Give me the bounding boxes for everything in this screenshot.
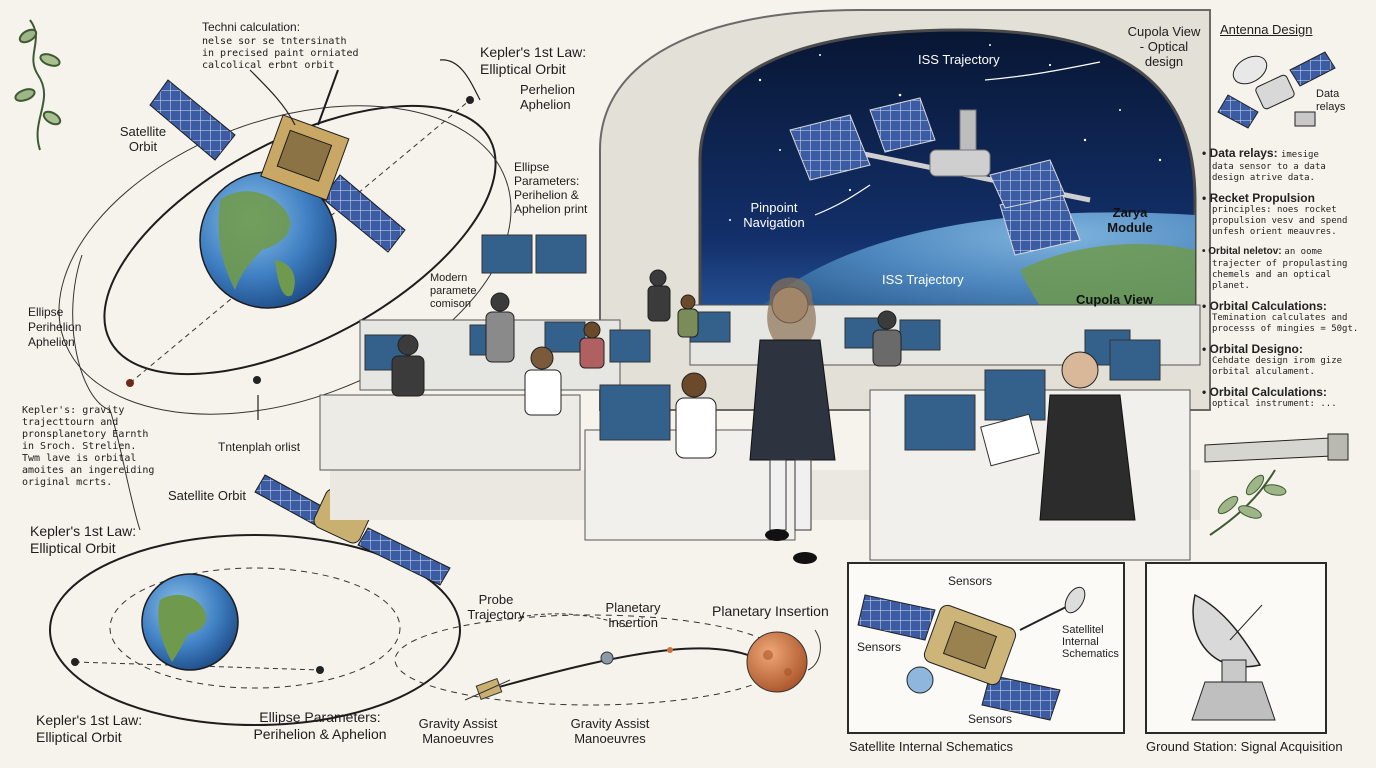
- ellipse-left-label: Ellipse Perihelion Aphelion: [28, 305, 82, 349]
- planetary-insertion-small-label: Planetary Insertion: [605, 600, 661, 630]
- earth-icon: [141, 573, 239, 671]
- mars-icon: [746, 631, 808, 693]
- probe-orbit: [394, 614, 786, 706]
- kepler-law-top-label: Kepler's 1st Law: Elliptical Orbit: [480, 44, 587, 77]
- historical-figure: [749, 277, 836, 564]
- zarya-module-label: Zarya Module: [1107, 205, 1153, 235]
- modern-param-label: Modern paramete comison: [430, 272, 477, 310]
- data-relays-label: Data relays: [1316, 88, 1346, 113]
- kepler-law-mid-label: Kepler's 1st Law: Elliptical Orbit: [30, 523, 137, 556]
- note-item: Orbital Calculations:optical instrument:…: [1202, 385, 1374, 410]
- iss-trajectory-mid-label: ISS Trajectory: [882, 272, 964, 287]
- techni-calc-body: nelse sor se tntersinath in precised pai…: [202, 36, 359, 71]
- vine-icon: [14, 19, 62, 151]
- ground-station-caption: Ground Station: Signal Acquisition: [1146, 739, 1343, 754]
- satellite-orbit-mid-label: Satellite Orbit: [168, 488, 247, 503]
- ellipse-params-top-label: Ellipse Parameters: Perihelion & Aphelio…: [514, 160, 588, 216]
- sensors-left-label: Sensors: [857, 640, 902, 654]
- satellite-icon: [1217, 51, 1336, 129]
- iss-trajectory-top-label: ISS Trajectory: [918, 52, 1000, 67]
- kepler-note: Kepler's: gravity trajecttourn and prons…: [22, 405, 155, 488]
- tntenplah-label: Tntenplah orlist: [218, 440, 301, 454]
- pinpoint-navigation-label: Pinpoint Navigation: [743, 200, 805, 230]
- satellite-icon: [857, 586, 1086, 721]
- satellite-icon: [464, 678, 511, 701]
- techni-calc-title: Techni calculation:: [202, 20, 301, 34]
- olive-branch-icon: [1209, 469, 1287, 536]
- earth-icon: [199, 171, 337, 309]
- note-item: Orbital Designo:Cehdate design irom gize…: [1202, 342, 1374, 378]
- satellite-internal-caption: Satellite Internal Schematics: [849, 739, 1014, 754]
- note-item: Orbital Calculations:Temination calculat…: [1202, 299, 1374, 335]
- satellite-internal-small-label: Satellitel Internal Schematics: [1062, 624, 1119, 660]
- space-station-icon: [789, 97, 1091, 256]
- sensors-bottom-label: Sensors: [968, 712, 1013, 726]
- telescope-icon: [1204, 433, 1349, 463]
- orbit-ellipse-top: [103, 104, 497, 376]
- dish-antenna-icon: [1191, 593, 1276, 721]
- cupola-view-label: Cupola View: [1076, 292, 1154, 307]
- planetary-insertion-label: Planetary Insertion: [712, 603, 829, 619]
- satellite-orbit-top-label: Satellite Orbit: [119, 124, 167, 154]
- ellipse-params-bottom-label: Ellipse Parameters: Perihelion & Aphelio…: [253, 709, 387, 742]
- orbit-ellipse-mid: [49, 534, 461, 726]
- antenna-design-title: Antenna Design: [1220, 22, 1313, 37]
- gravity-assist-2-label: Gravity Assist Manoeuvres: [570, 716, 650, 746]
- probe-trajectory-label: Probe Trajectory: [467, 592, 525, 622]
- gravity-assist-1-label: Gravity Assist Manoeuvres: [418, 716, 498, 746]
- sensors-top-label: Sensors: [948, 574, 993, 588]
- satellite-icon: [149, 69, 406, 253]
- cupola-optical-label: Cupola View - Optical design: [1127, 24, 1201, 69]
- perihelion-aphelion-top-label: Perhelion Aphelion: [520, 82, 575, 112]
- kepler-law-bottom-label: Kepler's 1st Law: Elliptical Orbit: [36, 712, 143, 745]
- mission-control-room: [319, 9, 1211, 564]
